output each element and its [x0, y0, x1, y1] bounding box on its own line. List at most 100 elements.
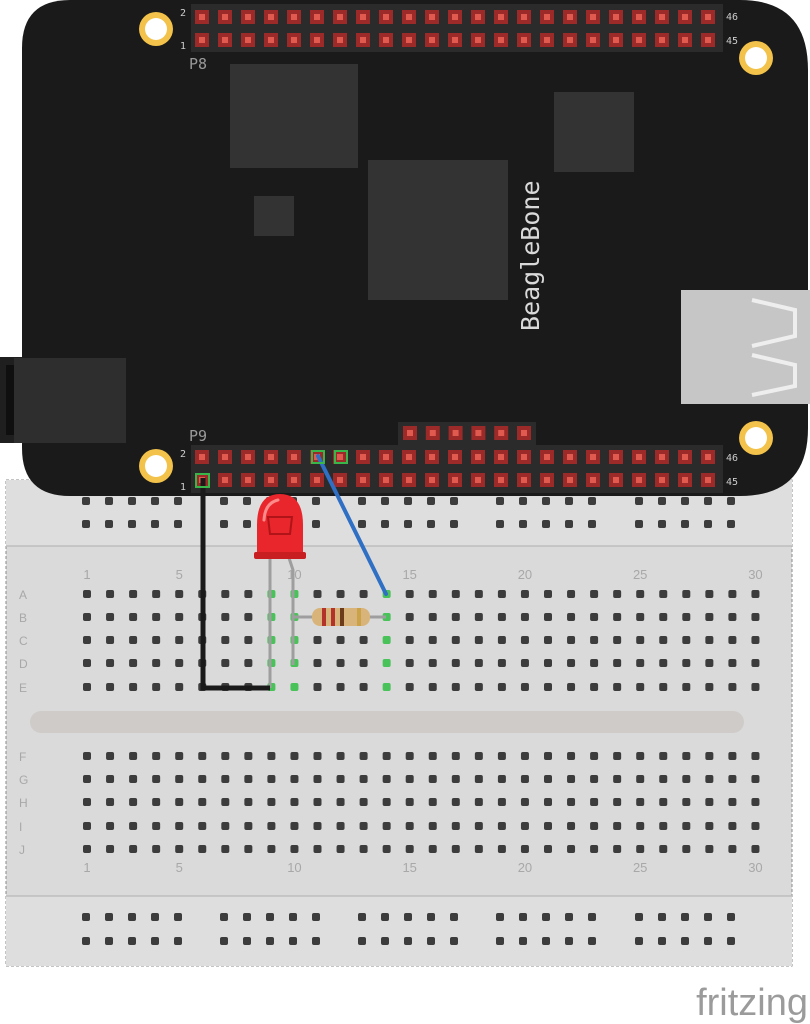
power-rail-hole — [151, 520, 159, 528]
power-rail-hole — [658, 520, 666, 528]
breadboard-hole — [682, 822, 691, 830]
power-rail-hole — [82, 520, 90, 528]
power-rail-hole — [519, 913, 527, 921]
breadboard-hole — [129, 775, 138, 783]
breadboard-hole — [405, 845, 414, 853]
power-rail-hole — [542, 497, 550, 505]
breadboard-hole — [751, 798, 760, 806]
breadboard-hole — [659, 775, 668, 783]
breadboard-hole — [682, 659, 691, 667]
breadboard-row-label: D — [19, 657, 28, 671]
breadboard-column-label: 10 — [287, 860, 301, 875]
beaglebone-board: BeagleBone P8 2 1 46 45 P9 2 1 46 45 — [0, 0, 810, 496]
power-rail-hole — [220, 937, 228, 945]
breadboard-hole — [267, 798, 276, 806]
breadboard-hole — [129, 613, 138, 621]
p9-header-label: P9 — [189, 427, 207, 445]
breadboard-hole — [198, 752, 207, 760]
breadboard-hole — [520, 822, 529, 830]
breadboard-hole — [244, 659, 253, 667]
breadboard-hole — [451, 845, 460, 853]
breadboard-hole — [359, 775, 368, 783]
breadboard-hole — [474, 775, 483, 783]
breadboard-hole — [175, 636, 184, 644]
breadboard-hole — [290, 798, 299, 806]
power-rail-hole — [243, 913, 251, 921]
breadboard-hole — [175, 683, 184, 691]
breadboard-hole — [405, 613, 414, 621]
breadboard-hole — [497, 590, 506, 598]
power-rail-hole — [404, 520, 412, 528]
breadboard-hole — [751, 845, 760, 853]
power-rail-hole — [727, 520, 735, 528]
power-rail-hole — [243, 520, 251, 528]
power-rail-hole — [82, 937, 90, 945]
power-rail-hole — [151, 913, 159, 921]
breadboard-hole — [636, 845, 645, 853]
breadboard-hole — [474, 822, 483, 830]
breadboard-hole — [636, 752, 645, 760]
breadboard-hole — [544, 636, 552, 644]
breadboard-hole — [290, 752, 299, 760]
breadboard-hole — [313, 798, 322, 806]
breadboard-row-label: A — [19, 588, 27, 602]
power-rail-hole — [588, 937, 596, 945]
breadboard-hole — [336, 683, 345, 691]
breadboard-hole — [221, 822, 230, 830]
breadboard-hole — [474, 659, 483, 667]
power-rail-hole — [312, 937, 320, 945]
breadboard-hole — [221, 775, 230, 783]
breadboard-hole — [751, 683, 760, 691]
breadboard-column-label: 20 — [518, 860, 532, 875]
breadboard-hole — [751, 659, 760, 667]
power-rail-hole — [496, 937, 504, 945]
breadboard-hole — [382, 752, 391, 760]
power-rail-hole — [82, 497, 90, 505]
breadboard-hole — [382, 845, 391, 853]
breadboard-hole — [451, 636, 460, 644]
breadboard-hole — [520, 636, 529, 644]
breadboard-hole — [520, 752, 529, 760]
breadboard-hole — [313, 822, 322, 830]
breadboard-hole — [198, 775, 207, 783]
breadboard-hole — [636, 822, 645, 830]
breadboard-hole — [544, 845, 552, 853]
breadboard-hole — [659, 659, 668, 667]
breadboard-hole — [221, 590, 230, 598]
power-rail-hole — [289, 913, 297, 921]
power-rail-hole — [519, 497, 527, 505]
breadboard-hole — [83, 798, 91, 806]
breadboard-hole — [682, 798, 691, 806]
breadboard-hole — [590, 683, 599, 691]
breadboard-hole — [544, 659, 552, 667]
breadboard-hole — [382, 636, 391, 644]
power-rail-hole — [105, 913, 113, 921]
breadboard-column-label: 30 — [748, 567, 762, 582]
breadboard-hole — [520, 590, 529, 598]
breadboard-hole — [428, 659, 437, 667]
breadboard-row-label: I — [19, 820, 22, 834]
breadboard-hole — [567, 613, 576, 621]
breadboard-hole — [175, 659, 184, 667]
power-rail-hole — [635, 520, 643, 528]
power-rail-hole — [381, 913, 389, 921]
breadboard-hole — [682, 590, 691, 598]
p9-pin-2-label: 2 — [180, 449, 186, 460]
p8-pin-45-label: 45 — [726, 36, 738, 47]
breadboard-hole — [728, 775, 737, 783]
breadboard-hole — [175, 613, 184, 621]
breadboard-hole — [405, 775, 414, 783]
breadboard-column-label: 5 — [176, 860, 183, 875]
power-rail-hole — [128, 937, 136, 945]
breadboard-hole — [221, 752, 230, 760]
p8-pin-1-label: 1 — [180, 41, 186, 52]
breadboard-hole — [474, 613, 483, 621]
breadboard-hole — [682, 613, 691, 621]
breadboard-hole — [152, 798, 161, 806]
breadboard-hole — [520, 659, 529, 667]
breadboard-hole — [497, 798, 506, 806]
breadboard-hole — [728, 845, 737, 853]
breadboard-hole — [313, 752, 322, 760]
breadboard-hole — [451, 590, 460, 598]
power-rail-hole — [519, 520, 527, 528]
